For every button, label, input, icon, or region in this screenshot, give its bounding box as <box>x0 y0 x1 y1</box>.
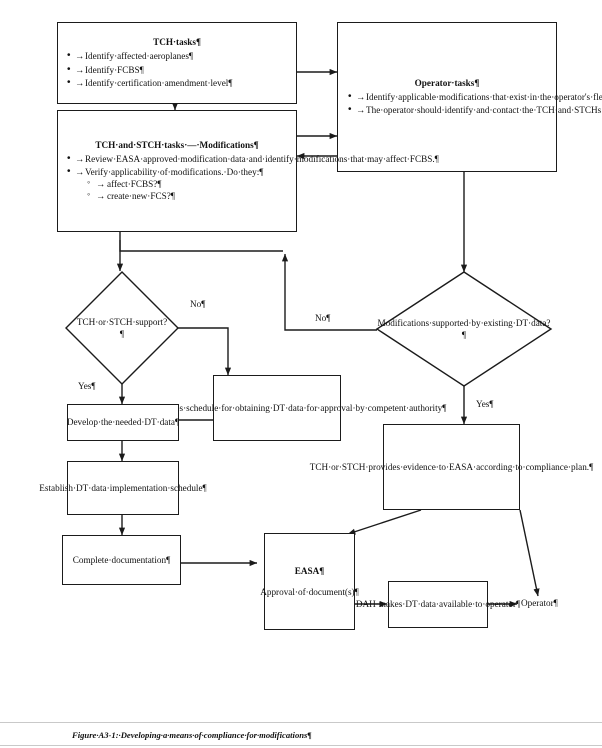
node-establish-schedule: Establish·DT·data·implementation·schedul… <box>39 461 207 515</box>
node-tch-stch-modifications: TCH·and·STCH·tasks·—·Modifications¶ →Rev… <box>57 110 439 232</box>
node-modifications-title: TCH·and·STCH·tasks·—·Modifications¶ <box>95 139 259 150</box>
list-item: →The·operator·should·identify·and·contac… <box>344 103 602 116</box>
figure-caption: Figure·A3-1:·Developing·a·means·of·compl… <box>72 730 312 740</box>
arrow-glyph: → <box>75 153 85 164</box>
node-operator-tasks: Operator·tasks¶ →Identify·applicable·mod… <box>337 22 602 172</box>
list-item: →Identify·certification·amendment·level¶ <box>63 76 291 89</box>
node-tch-tasks: TCH·tasks¶ →Identify·affected·aeroplanes… <box>57 22 297 104</box>
list-item: →Identify·FCBS¶ <box>63 62 291 75</box>
node-operator-schedule: Operator·establishes·schedule·for·obtain… <box>108 375 446 441</box>
list-item: →Verify·applicability·of·modifications.·… <box>63 165 291 202</box>
wire-evidence-to-easa <box>347 509 422 535</box>
node-operator-tasks-title: Operator·tasks¶ <box>414 77 480 88</box>
node-dah-makes-data: DAH·makes·DT·data·available·to·operator¶ <box>356 581 520 628</box>
node-easa-title: EASA¶ <box>294 566 325 577</box>
node-complete-documentation-label: Complete·documentation¶ <box>72 554 171 565</box>
node-establish-schedule-label: Establish·DT·data·implementation·schedul… <box>39 482 207 493</box>
node-decision-dtdata-label: Modifications·supported·by·existing·DT·d… <box>377 317 551 340</box>
node-decision-dtdata: Modifications·supported·by·existing·DT·d… <box>377 272 551 386</box>
wire-evidence-to-operator <box>519 509 540 597</box>
node-dah-makes-data-label: DAH·makes·DT·data·available·to·operator¶ <box>355 599 521 610</box>
shape-decision-dtdata <box>375 271 553 387</box>
caption-rule-bottom <box>0 745 602 746</box>
list-item: →affect·FCBS?¶ <box>85 177 291 190</box>
node-decision-support-label: TCH·or·STCH·support?¶ <box>76 316 168 339</box>
arrow-glyph: → <box>75 77 85 88</box>
node-evidence-easa: TCH·or·STCH·provides·evidence·to·EASA·ac… <box>310 424 593 510</box>
edge-label-dtdata-yes: Yes¶ <box>476 399 494 409</box>
node-operator-schedule-label: Operator·establishes·schedule·for·obtain… <box>107 402 447 413</box>
node-modifications-sub-bullets: →affect·FCBS?¶ →create·new·FCS?¶ <box>85 177 291 202</box>
node-tch-tasks-bullets: →Identify·affected·aeroplanes¶ →Identify… <box>63 49 291 89</box>
wire-mods-down <box>119 232 283 252</box>
arrow-glyph: → <box>75 166 85 177</box>
arrow-glyph: → <box>96 191 106 202</box>
node-develop-dt-data: Develop·the·needed·DT·data¶ <box>67 404 179 441</box>
node-modifications-bullets: →Review·EASA·approved·modification·data·… <box>63 152 439 204</box>
node-evidence-easa-label: TCH·or·STCH·provides·evidence·to·EASA·ac… <box>309 461 594 472</box>
node-complete-documentation: Complete·documentation¶ <box>62 535 181 585</box>
wire-dtdata-no <box>281 253 377 331</box>
node-decision-support: TCH·or·STCH·support?¶ <box>66 272 178 384</box>
arrow-glyph: → <box>75 64 85 75</box>
edge-label-support-no: No¶ <box>190 299 206 309</box>
list-item: →Review·EASA·approved·modification·data·… <box>63 152 439 165</box>
list-item: →Identify·affected·aeroplanes¶ <box>63 49 291 62</box>
arrow-glyph: → <box>75 51 85 62</box>
shape-decision-support <box>65 271 179 385</box>
node-tch-tasks-title: TCH·tasks¶ <box>153 37 201 48</box>
caption-rule-top <box>0 722 602 723</box>
node-operator-tasks-bullets: →Identify·applicable·modifications·that·… <box>344 90 602 117</box>
node-easa-label: Approval·of·document(s)¶ <box>260 586 359 597</box>
list-item: →create·new·FCS?¶ <box>85 189 291 202</box>
node-easa: EASA¶ Approval·of·document(s)¶ <box>260 533 359 630</box>
node-develop-dt-data-label: Develop·the·needed·DT·data¶ <box>66 417 180 428</box>
list-item: →Identify·applicable·modifications·that·… <box>344 90 602 103</box>
edge-label-dtdata-no: No¶ <box>315 313 331 323</box>
arrow-glyph: → <box>356 105 366 116</box>
arrow-glyph: → <box>96 179 106 190</box>
edge-label-support-yes: Yes¶ <box>78 381 96 391</box>
node-operator-endpoint: Operator¶ <box>521 598 558 608</box>
arrow-glyph: → <box>356 91 366 102</box>
wire-support-no <box>178 327 232 376</box>
